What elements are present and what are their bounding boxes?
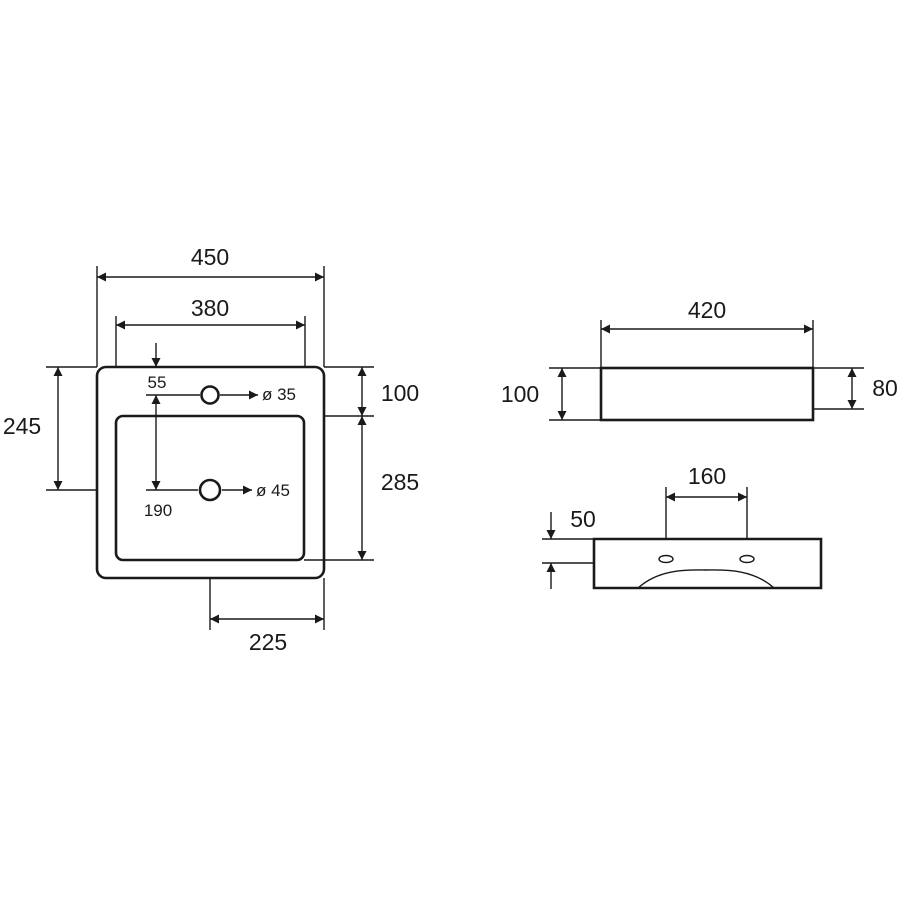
side-view: 160 50 (542, 463, 823, 590)
dimension-hole-spacing: 160 (665, 463, 748, 539)
dimension-tap-offset: 55 (146, 343, 200, 396)
dim-label-225: 225 (249, 629, 287, 655)
dim-label-100-top: 100 (381, 380, 419, 406)
dim-label-380: 380 (191, 295, 229, 321)
dim-label-d45: ø 45 (256, 481, 290, 500)
dimension-basin-depth: 285 (304, 416, 419, 561)
callout-tap-hole: ø 35 (220, 385, 296, 404)
dimension-overall-width: 450 (96, 244, 325, 367)
dim-label-245: 245 (3, 413, 41, 439)
front-outline (599, 366, 815, 422)
dimension-overall-depth: 245 (3, 366, 97, 491)
side-hole-right (739, 554, 755, 564)
dim-label-100-front: 100 (501, 381, 539, 407)
dim-label-160: 160 (688, 463, 726, 489)
dimension-center-distance: 225 (209, 578, 325, 655)
dimension-side-thickness: 50 (542, 506, 596, 589)
front-view: 420 100 80 (501, 297, 898, 422)
dim-label-80: 80 (872, 375, 898, 401)
side-curve (637, 569, 775, 589)
dim-label-420: 420 (688, 297, 726, 323)
dimension-front-height-right: 80 (813, 367, 898, 410)
dim-label-285: 285 (381, 469, 419, 495)
dim-label-55: 55 (148, 373, 167, 392)
dim-label-d35: ø 35 (262, 385, 296, 404)
dimension-front-height-left: 100 (501, 367, 601, 421)
waste-hole (198, 478, 222, 502)
side-outline (592, 537, 823, 590)
dimension-inner-width: 380 (115, 295, 306, 367)
tap-hole (200, 385, 220, 405)
side-hole-left (658, 554, 674, 564)
dimension-front-depth: 100 (324, 366, 419, 417)
dimension-front-width: 420 (600, 297, 814, 368)
dimension-waste-offset: 190 (144, 395, 198, 520)
basin-bowl (114, 414, 306, 562)
dim-label-450: 450 (191, 244, 229, 270)
dim-label-190: 190 (144, 501, 172, 520)
dim-label-50: 50 (570, 506, 596, 532)
top-view: 450 380 245 55 ø 35 (3, 244, 419, 655)
callout-waste-hole: ø 45 (222, 481, 290, 500)
